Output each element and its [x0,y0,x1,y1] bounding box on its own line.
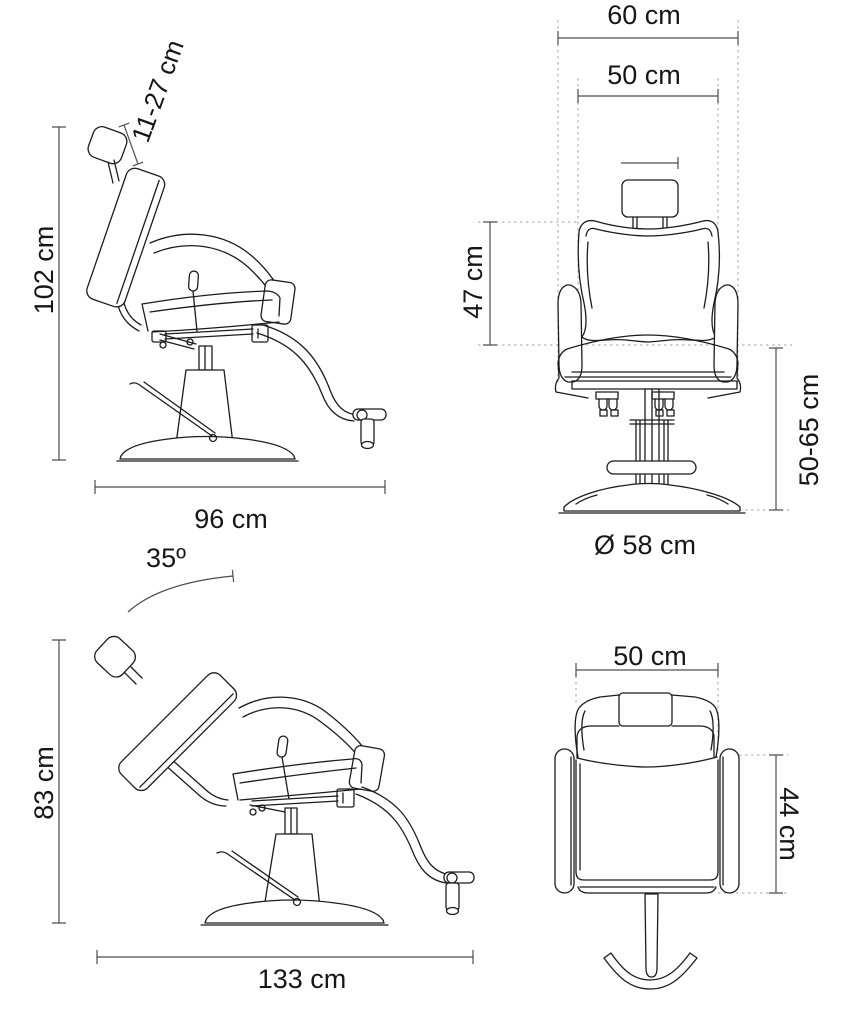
headrest-stem [124,666,143,685]
armrest-right [719,748,740,894]
seat-mechanism [151,324,269,350]
seat-depth-dimension [769,754,783,894]
pump-lever [276,735,290,800]
headrest-range-dimension [118,122,144,167]
base [558,482,746,514]
seat-depth-label: 44 cm [774,787,804,861]
side-view-upright: 102 cm 11-27 cm 96 cm [29,36,387,530]
chair-front-drawing [554,179,746,514]
armrest-right [707,284,742,399]
seat-height-dimension [769,347,783,511]
armrest-pad [348,745,386,792]
chair-top-drawing [554,692,740,990]
backrest-height-dimension [483,221,497,346]
lift-mechanism [595,388,697,500]
extension-lines [575,676,788,894]
height-dimension-83 [52,639,66,924]
pump-pedal [606,460,697,475]
length-label: 133 cm [258,964,347,994]
backrest [86,167,166,308]
footrest [355,786,475,916]
depth-label: 96 cm [194,504,268,530]
foot-pedal [129,381,218,443]
side-view-reclined: 35º 83 cm 133 cm [29,543,475,994]
footrest-bar [603,952,698,990]
armrest-left [554,284,589,399]
chair-side-reclined-drawing [94,635,475,926]
backrest-cushion [576,725,718,768]
armrest-pad [260,279,296,325]
front-view: 60 cm 50 cm 47 cm 50-65 cm Ø 58 cm [458,0,824,560]
seat [232,757,363,801]
seat-mechanism [249,788,355,816]
headrest [87,126,128,165]
headrest [94,635,137,678]
extension-lines [478,20,792,511]
armrest [238,696,368,756]
length-dimension-133 [96,950,474,964]
seat-width-dimension [575,663,719,677]
top-view: 50 cm 44 cm [554,641,804,990]
seat-width-label: 50 cm [613,641,687,671]
headrest-width-mark [621,157,679,169]
armrest-left [554,748,575,894]
seat [575,759,719,894]
hydraulic-base [116,345,299,462]
hydraulic-base [200,807,389,926]
backrest-frame [145,741,229,807]
backrest-width-dimension [577,89,719,103]
base-diameter-label: Ø 58 cm [594,530,696,560]
chair-side-upright-drawing [86,126,387,462]
backrest-width-label: 50 cm [607,60,681,90]
overall-width-dimension [557,31,739,45]
headrest [618,692,673,727]
pump-lever [187,270,200,332]
height-dimension-102 [52,126,66,461]
recline-angle-arc [127,569,235,613]
backrest-seams [585,227,713,309]
reclined-height-label: 83 cm [29,746,59,820]
seat [557,334,739,390]
seat [141,290,281,333]
foot-pedal [216,850,302,907]
seat-height-range-label: 50-65 cm [794,374,824,487]
backrest-top [574,694,720,758]
recline-angle-label: 35º [146,543,186,573]
overall-width-label: 60 cm [607,0,681,30]
footrest [256,324,387,450]
backrest [118,672,238,792]
base-post [644,893,659,978]
overall-height-label: 102 cm [29,226,59,315]
headrest-range-label: 11-27 cm [125,36,190,146]
headrest [621,179,679,230]
headrest-stem [107,159,120,184]
backrest [577,219,721,343]
depth-dimension-96 [94,480,386,494]
backrest-height-label: 47 cm [458,245,488,319]
